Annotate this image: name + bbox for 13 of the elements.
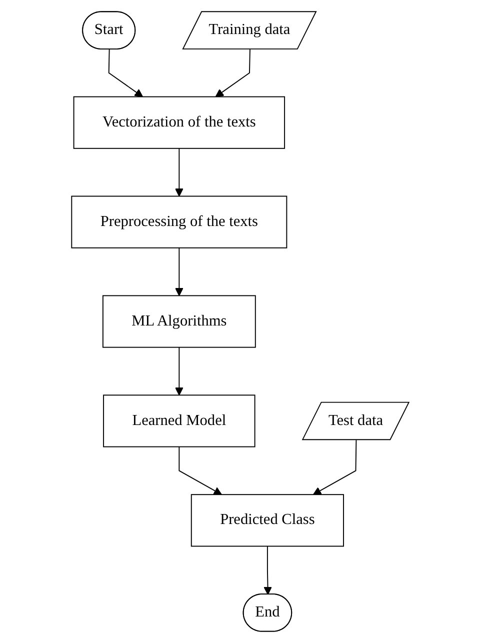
node-box: Preprocessing of the texts [70, 196, 287, 248]
node-box: Learned Model [102, 394, 256, 448]
arrow [108, 48, 143, 98]
arrow [263, 546, 272, 595]
arrow [174, 247, 184, 296]
node-box: Vectorization of the texts [73, 96, 285, 149]
node-box: ML Algorithms [102, 295, 256, 348]
arrow [174, 346, 184, 396]
arrow [215, 48, 250, 98]
arrow [312, 440, 356, 495]
arrow [178, 446, 222, 495]
node-box: Predicted Class [190, 494, 344, 547]
arrow [174, 148, 184, 197]
